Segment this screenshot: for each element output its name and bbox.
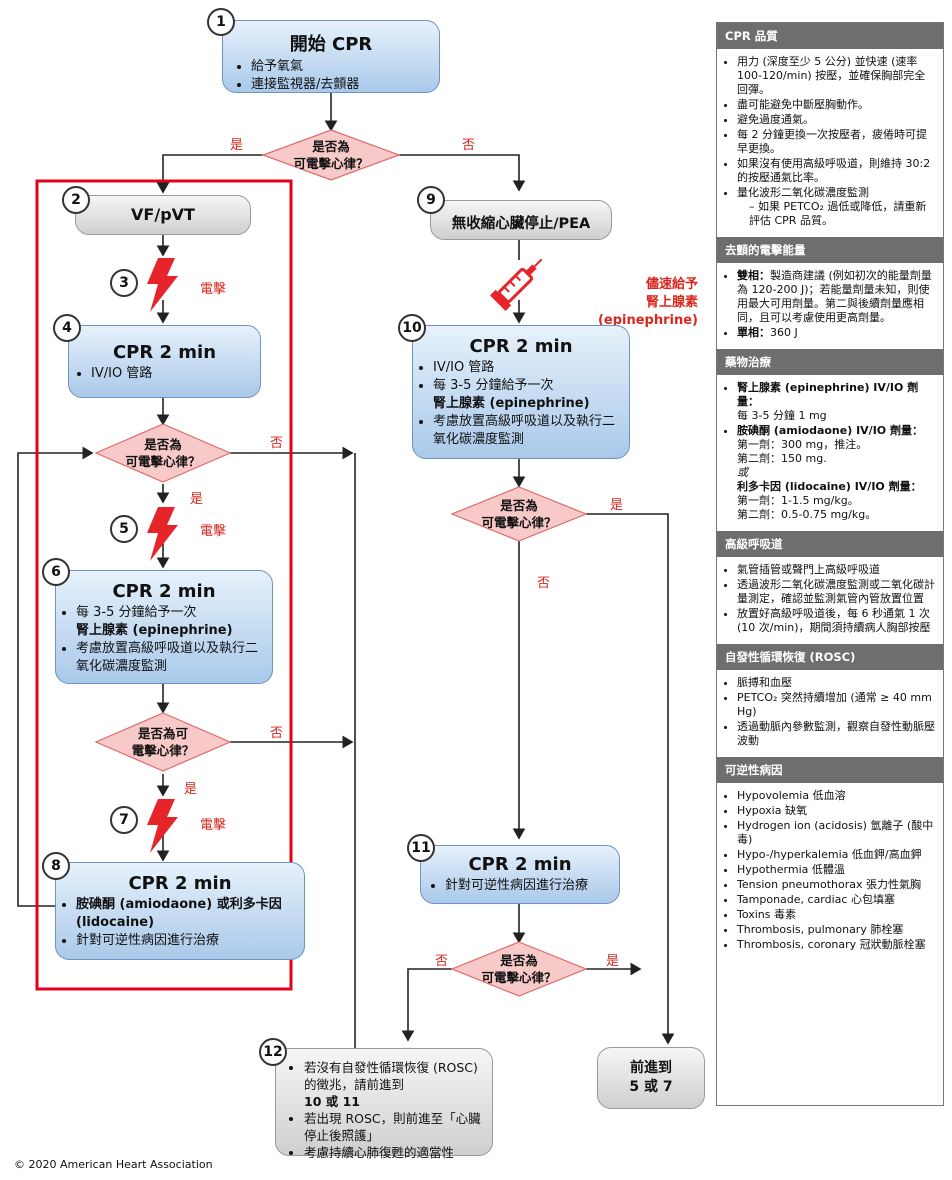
vf-pvt-box: VF/pVT [75, 195, 251, 235]
box10-item2: 每 3-5 分鐘給予一次 [433, 378, 554, 393]
asystole-pea-box: 無收縮心臟停止/PEA [430, 200, 612, 240]
goto-5-or-7-box: 前進到 5 或 7 [597, 1047, 705, 1109]
box12-item3: 考慮持續心肺復甦的適當性 [304, 1144, 486, 1161]
shockable-pathway-highlight [35, 179, 293, 991]
box1-item: 給予氧氣 [251, 58, 439, 76]
shock-label-7: 電擊 [200, 818, 227, 833]
shock-label-5: 電擊 [200, 524, 227, 539]
step-number-10: 10 [398, 314, 426, 342]
box10-item3: 考慮放置高級呼吸道以及執行二氧化碳濃度監測 [433, 413, 623, 449]
diamond-5-yes: 是 [606, 954, 620, 969]
diamond-top-no: 否 [462, 138, 476, 153]
sidebar-heading-rosc: 自發性循環恢復 (ROSC) [717, 644, 943, 670]
box8-title: CPR 2 min [128, 873, 232, 894]
shock-icon-5 [147, 507, 178, 561]
diamond-3-no: 否 [270, 726, 284, 741]
start-cpr-box: 開始 CPR 給予氧氣 連接監視器/去顫器 [222, 20, 440, 93]
diamond-2-text: 是否為可電擊心律？ [125, 437, 201, 469]
box6-epinephrine: 腎上腺素 (epinephrine) [76, 623, 233, 638]
step-number-2: 2 [62, 186, 90, 214]
box8-item2: 針對可逆性病因進行治療 [76, 932, 298, 950]
shock-icon-3 [147, 258, 178, 312]
diamond-4-yes: 是 [610, 498, 624, 513]
diamond-3-yes: 是 [184, 782, 198, 797]
shock-label-3: 電擊 [200, 282, 227, 297]
sidebar-section-shock-energy: 雙相：製造商建議 (例如初次的能量劑量為 120-200 J)；若能量劑量未知，… [717, 263, 943, 349]
cpr-box-11: CPR 2 min 針對可逆性病因進行治療 [420, 845, 620, 904]
box4-item: IV/IO 管路 [91, 365, 260, 383]
box6-title: CPR 2 min [112, 581, 216, 602]
cpr-box-8: CPR 2 min 胺碘酮 (amiodaone) 或利多卡因 (lidocai… [55, 862, 305, 960]
sidebar-heading-shock-energy: 去顫的電擊能量 [717, 237, 943, 263]
sidebar-section-reversible-causes: Hypovolemia 低血溶 Hypoxia 缺氧 Hydrogen ion … [717, 783, 943, 961]
box8-item1: 胺碘酮 (amiodaone) 或利多卡因 (lidocaine) [76, 896, 298, 932]
step-number-12: 12 [259, 1038, 287, 1066]
diamond-top [261, 129, 401, 181]
step-number-6: 6 [42, 558, 70, 586]
diamond-5-text: 是否為可電擊心律？ [481, 953, 557, 985]
box12-goto: 10 或 11 [304, 1094, 360, 1109]
diamond-top-text: 是否為可電擊心律？ [293, 139, 369, 171]
diamond-2-no: 否 [270, 436, 284, 451]
sidebar-heading-advanced-airway: 高級呼吸道 [717, 531, 943, 557]
diamond-5 [450, 941, 588, 997]
box12-item2: 若出現 ROSC，則前進至「心臟停止後照護」 [304, 1110, 486, 1144]
sidebar-heading-cpr-quality: CPR 品質 [717, 23, 943, 49]
step-number-8: 8 [42, 852, 70, 880]
diamond-5-no: 否 [435, 954, 449, 969]
sidebar-heading-reversible-causes: 可逆性病因 [717, 757, 943, 783]
box11-item: 針對可逆性病因進行治療 [445, 877, 619, 895]
diamond-4-text: 是否為可電擊心律？ [481, 498, 557, 530]
goto-line1: 前進到 [630, 1060, 672, 1076]
box6-item1: 每 3-5 分鐘給予一次 [76, 605, 197, 620]
sidebar-section-advanced-airway: 氣管插管或聲門上高級呼吸道 透過波形二氧化碳濃度監測或二氧化碳計量測定，確認並監… [717, 557, 943, 644]
cpr-box-4: CPR 2 min IV/IO 管路 [68, 325, 261, 398]
diamond-4-no: 否 [537, 576, 551, 591]
box6-item2: 考慮放置高級呼吸道以及執行二氧化碳濃度監測 [76, 640, 266, 676]
sidebar-section-drug-therapy: 腎上腺素 (epinephrine) IV/IO 劑量：每 3-5 分鐘 1 m… [717, 375, 943, 531]
epinephrine-asap-label: 儘速給予腎上腺素 (epinephrine) [597, 277, 698, 328]
box9-title: 無收縮心臟停止/PEA [451, 216, 591, 232]
sidebar-section-cpr-quality: 用力 (深度至少 5 公分) 並快速 (速率 100-120/min) 按壓，並… [717, 49, 943, 237]
step-number-11: 11 [407, 834, 435, 862]
box10-title: CPR 2 min [469, 336, 573, 357]
diamond-2-yes: 是 [190, 492, 204, 507]
sidebar-heading-drug-therapy: 藥物治療 [717, 349, 943, 375]
diamond-4 [450, 486, 588, 542]
shock-icon-7 [147, 799, 178, 853]
step-number-1: 1 [207, 8, 235, 36]
diamond-top-yes: 是 [230, 138, 244, 153]
step-number-7: 7 [110, 806, 138, 834]
rosc-box-12: 若沒有自發性循環恢復 (ROSC) 的徵兆，請前進到 10 或 11 若出現 RO… [275, 1048, 493, 1160]
box11-title: CPR 2 min [468, 854, 572, 875]
box1-title: 開始 CPR [289, 34, 373, 55]
diamond-2 [94, 423, 232, 483]
box10-item1: IV/IO 管路 [433, 359, 623, 377]
step-number-4: 4 [53, 314, 81, 342]
box4-title: CPR 2 min [112, 342, 217, 363]
box10-epinephrine: 腎上腺素 (epinephrine) [433, 396, 590, 411]
box2-title: VF/pVT [131, 205, 195, 224]
step-number-9: 9 [417, 186, 445, 214]
box1-item: 連接監視器/去顫器 [251, 76, 439, 94]
diamond-3 [94, 712, 232, 772]
sidebar-section-rosc: 脈搏和血壓 PETCO₂ 突然持續增加 (通常 ≥ 40 mm Hg) 透過動脈… [717, 670, 943, 757]
box12-item1: 若沒有自發性循環恢復 (ROSC) 的徵兆，請前進到 [304, 1060, 478, 1092]
syringe-icon [490, 258, 543, 311]
reference-sidebar: CPR 品質 用力 (深度至少 5 公分) 並快速 (速率 100-120/mi… [716, 22, 944, 1106]
step-number-3: 3 [110, 269, 138, 297]
step-number-5: 5 [110, 515, 138, 543]
diamond-3-text: 是否為可電擊心律？ [131, 726, 195, 758]
goto-line2: 5 或 7 [629, 1079, 673, 1095]
copyright-text: © 2020 American Heart Association [14, 1158, 213, 1171]
